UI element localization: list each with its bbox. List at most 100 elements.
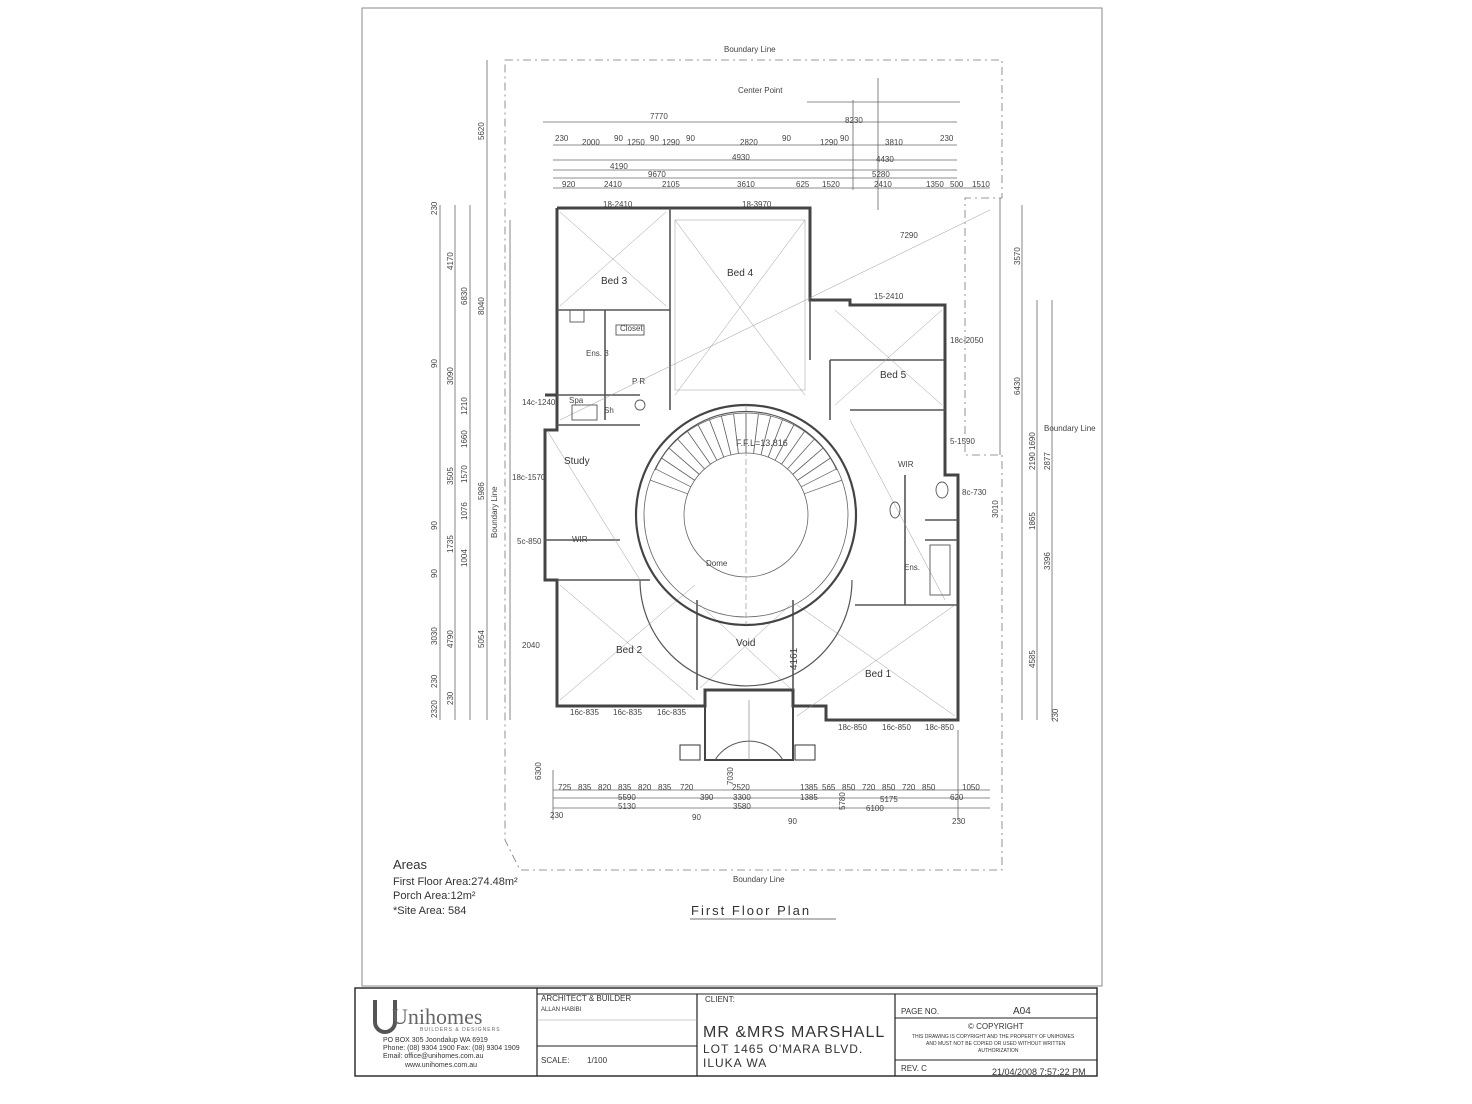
dim: 90 — [686, 134, 695, 143]
dim: 5175 — [880, 795, 898, 804]
room-bed1: Bed 1 — [865, 669, 892, 680]
dim: 2877 — [1043, 452, 1052, 470]
window-label: 18c-1570 — [512, 473, 546, 482]
bottom-dimension-row4: 230 90 90 230 — [550, 811, 966, 826]
dim: 1250 — [627, 138, 645, 147]
dim: 2410 — [874, 180, 892, 189]
page-value: A04 — [1013, 1006, 1031, 1017]
stair-tread — [781, 431, 805, 465]
client-suburb: ILUKA WA — [703, 1056, 767, 1070]
stair-tread — [697, 424, 718, 461]
dim: 3610 — [737, 180, 755, 189]
dim: 2320 — [430, 700, 439, 718]
dim: 5590 — [618, 793, 636, 802]
client-lot: LOT 1465 O'MARA BLVD. — [703, 1042, 863, 1056]
room-bed2: Bed 2 — [616, 645, 643, 656]
dim: 5620 — [477, 122, 486, 140]
dim: 90 — [788, 817, 797, 826]
dim: 720 — [862, 783, 876, 792]
dim: 1350 — [926, 180, 944, 189]
right-dimension-labels: 3570 6430 1690 2190 2877 3010 1865 3396 … — [991, 247, 1060, 722]
dim: 3580 — [733, 802, 751, 811]
window-label: 16c-835 — [613, 708, 642, 717]
site-boundary — [504, 59, 1003, 871]
window-label: 16c-835 — [570, 708, 599, 717]
top-dimension-row2: 230 2000 90 1250 90 1290 90 2820 90 1290… — [555, 134, 954, 147]
dim: 9670 — [648, 170, 666, 179]
dim: 1510 — [972, 180, 990, 189]
window-label: 16c-850 — [882, 723, 911, 732]
dim: 820 — [638, 783, 652, 792]
dim: 1570 — [460, 465, 469, 483]
room-void: Void — [736, 638, 755, 649]
window-label: 7290 — [900, 231, 918, 240]
areas-block: Areas First Floor Area:274.48m² Porch Ar… — [393, 857, 518, 917]
stair-tread — [792, 447, 824, 475]
dim: 920 — [562, 180, 576, 189]
copyright-line-3: AUTHORIZATION — [978, 1048, 1019, 1054]
window-label: 18c-850 — [838, 723, 867, 732]
scale-label: SCALE: — [541, 1056, 569, 1065]
room-ens3: Ens. 3 — [586, 349, 609, 358]
stair-tread — [720, 415, 732, 455]
stair-tread — [733, 413, 739, 454]
dim: 1076 — [460, 502, 469, 520]
stair-tread — [797, 457, 831, 481]
top-dimension-row4: 9670 5280 — [648, 170, 890, 179]
dim: 90 — [840, 134, 849, 143]
dim: 1290 — [662, 138, 680, 147]
dim: 1690 — [1028, 432, 1037, 450]
dim: 3570 — [1013, 247, 1022, 265]
plan-title: First Floor Plan — [691, 903, 811, 918]
bottom-dimension-row3: 5130 3580 6100 — [618, 802, 884, 813]
company-name: Unihomes — [392, 1004, 482, 1029]
boundary-label-right: Boundary Line — [1044, 424, 1096, 433]
stair-tread — [801, 468, 838, 488]
window-label: 2040 — [522, 641, 540, 650]
window-label: 18c-2050 — [950, 336, 984, 345]
page-label: PAGE NO. — [901, 1007, 939, 1016]
dim: 1520 — [822, 180, 840, 189]
dim: 3396 — [1043, 552, 1052, 570]
stair-tread — [677, 438, 705, 470]
sheet-frame — [361, 7, 1103, 987]
room-bed5: Bed 5 — [880, 370, 907, 381]
dim: 1865 — [1028, 512, 1037, 530]
room-pr: P R — [632, 377, 645, 386]
dim: 1050 — [962, 783, 980, 792]
areas-first-floor: First Floor Area:274.48m² — [393, 876, 518, 888]
dim: 90 — [430, 359, 439, 368]
dim: 565 — [822, 783, 836, 792]
architect-label: ARCHITECT & BUILDER — [541, 994, 631, 1003]
dim: 5986 — [477, 482, 486, 500]
dim: 230 — [550, 811, 564, 820]
dim: 4430 — [876, 155, 894, 164]
dim: 6100 — [866, 804, 884, 813]
areas-heading: Areas — [393, 857, 427, 872]
stair-tread — [687, 431, 711, 465]
interior-walls — [545, 208, 958, 690]
dim: 1385 — [800, 793, 818, 802]
right-dimension-lines — [999, 198, 1053, 720]
dim: 725 — [558, 783, 572, 792]
dim: 2410 — [604, 180, 622, 189]
left-dimension-labels: 5620 230 4170 6830 8040 90 3090 1210 166… — [430, 122, 486, 718]
stair-tread — [650, 479, 688, 495]
window-label: 18c-850 — [925, 723, 954, 732]
dim: 2520 — [732, 783, 750, 792]
dim: 820 — [598, 783, 612, 792]
stair-tread — [668, 447, 700, 475]
company-sub: BUILDERS & DESIGNERS — [420, 1027, 501, 1033]
dim: 835 — [658, 783, 672, 792]
dim: 230 — [446, 691, 455, 705]
window-label: 18-2410 — [603, 200, 633, 209]
dim: 90 — [782, 134, 791, 143]
dim: 230 — [952, 817, 966, 826]
room-study: Study — [564, 456, 590, 467]
bottom-side-dims: 6300 7030 5780 — [534, 762, 847, 810]
exterior-walls — [543, 206, 960, 722]
client-label: CLIENT: — [705, 995, 735, 1004]
dim: 230 — [430, 201, 439, 215]
room-closet: Closet — [620, 324, 643, 333]
